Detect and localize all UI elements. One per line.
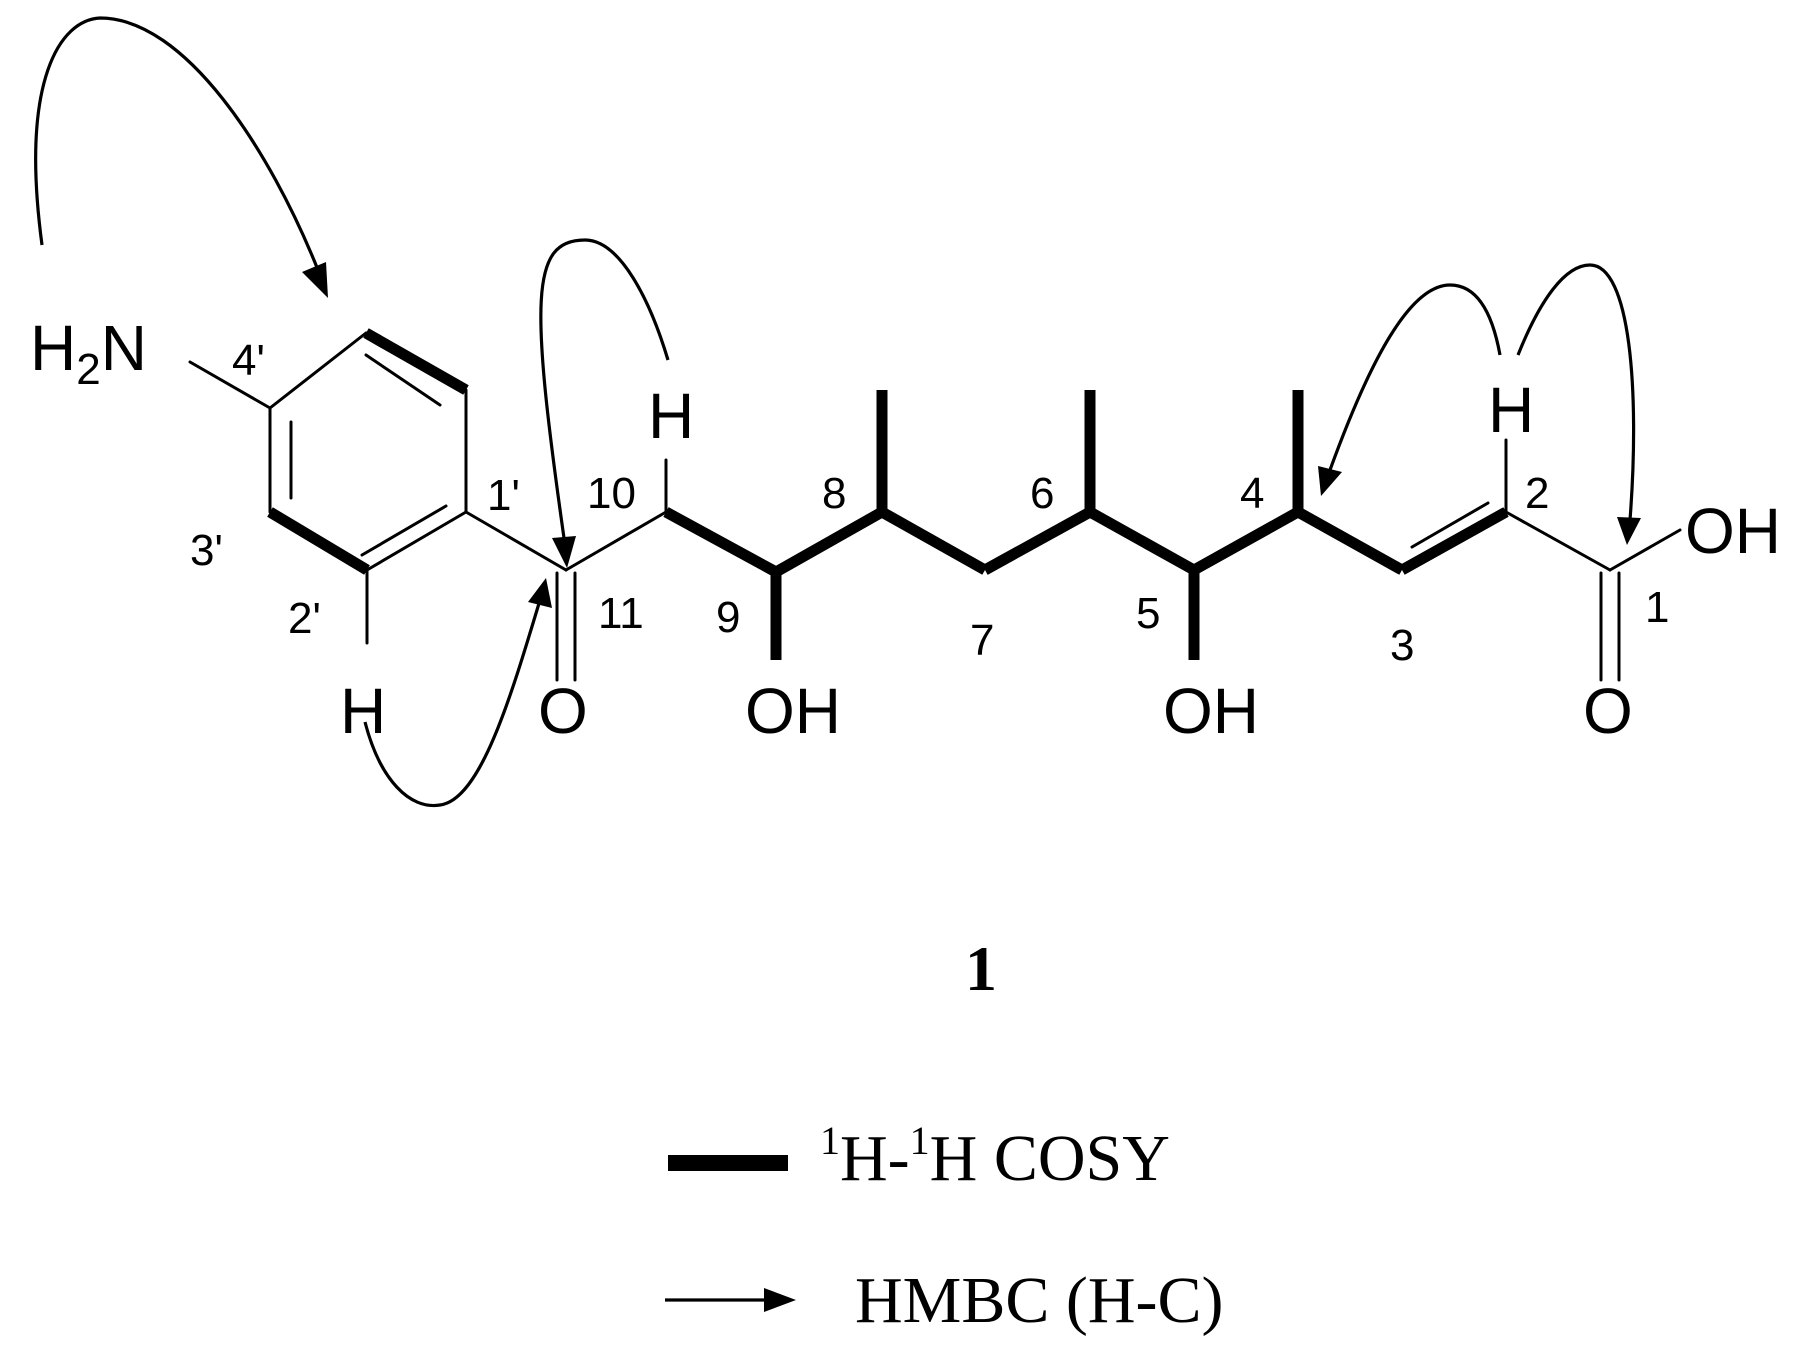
cosy-bond-c10-c9 <box>663 507 779 577</box>
cosy-bond-c7-c6 <box>982 507 1093 575</box>
hmbc-arrow-h2p-c11 <box>363 599 542 808</box>
legend-hmbc-label: HMBC (H-C) <box>855 1264 1224 1337</box>
label-c9: 9 <box>716 593 740 642</box>
bond-c1-oh <box>1608 528 1682 572</box>
compound-number: 1 <box>965 933 997 1004</box>
cosy-bond-c5-c4 <box>1191 507 1301 575</box>
hmbc-arrow-h10-c11 <box>539 238 670 546</box>
hmbc-arrow-nh2-c3p <box>34 16 320 271</box>
hmbc-arrow-h2-c4 <box>1328 283 1502 471</box>
hmbc-arrow-h2-c1 <box>1516 263 1636 521</box>
acid-o-label: O <box>1583 675 1633 747</box>
label-c11: 11 <box>598 589 644 638</box>
bond-c11-c10 <box>564 510 668 572</box>
cosy-bond-c3p-c2p <box>267 507 370 575</box>
legend-cosy-sup2: 1 <box>910 1118 930 1163</box>
arrowhead <box>552 536 576 568</box>
arrowhead <box>528 578 552 608</box>
label-c5: 5 <box>1136 589 1160 638</box>
cosy-bond-c6-c5 <box>1087 507 1197 575</box>
label-c6: 6 <box>1030 469 1054 518</box>
label-c4: 4 <box>1240 469 1264 518</box>
bond-c5p-c6p-inner <box>364 353 442 407</box>
legend-cosy-h1: H- <box>840 1122 910 1195</box>
amine-label: H2N <box>30 312 147 394</box>
legend-cosy-label: 1H-1H COSY <box>820 1118 1170 1195</box>
legend-cosy-sup1: 1 <box>820 1118 840 1163</box>
h10-label: H <box>648 380 694 452</box>
cosy-bonds-ring <box>267 328 469 575</box>
label-c3p: 3' <box>190 526 223 575</box>
legend-cosy-h2: H COSY <box>930 1122 1170 1195</box>
label-c10: 10 <box>587 469 636 518</box>
bond-c3-c2-inner <box>1410 501 1490 549</box>
cosy-bond-c4-c3 <box>1295 507 1405 575</box>
cosy-bonds-chain <box>663 390 1509 660</box>
arrowhead <box>1617 517 1641 545</box>
oh9-label: OH <box>745 675 841 747</box>
bond-c4p-c5p <box>268 331 368 410</box>
cosy-bond-c8-c7 <box>879 507 988 575</box>
arrowhead <box>302 262 328 298</box>
benzene-ring <box>188 331 468 645</box>
h-phenyl-label: H <box>340 675 386 747</box>
acid-oh-label: OH <box>1685 495 1781 567</box>
ketone-o-label: O <box>538 675 588 747</box>
cosy-bond-c9-c8 <box>773 507 885 577</box>
label-c1: 1 <box>1645 583 1669 632</box>
amine-h: H <box>30 312 76 384</box>
legend: 1H-1H COSY HMBC (H-C) <box>665 1118 1224 1337</box>
bond-c4p-n <box>188 360 272 410</box>
bond-c1p-c11 <box>464 510 568 572</box>
position-labels: 4' 3' 2' 1' 10 11 9 8 7 6 5 4 3 2 1 <box>190 336 1669 670</box>
bond-c1p-c2p <box>365 510 468 572</box>
label-c4p: 4' <box>232 336 265 385</box>
label-c2p: 2' <box>288 594 321 643</box>
amine-subscript: 2 <box>76 345 100 394</box>
main-chain <box>464 438 1682 682</box>
cosy-bond-c3-c2 <box>1399 507 1509 575</box>
arrowhead <box>764 1288 796 1312</box>
label-c3: 3 <box>1390 621 1414 670</box>
amine-n: N <box>101 312 147 384</box>
hmbc-arrows <box>34 16 1641 808</box>
label-c8: 8 <box>822 469 846 518</box>
label-c2: 2 <box>1525 469 1549 518</box>
bond-c2-c1 <box>1504 510 1612 572</box>
label-c1p: 1' <box>487 471 520 520</box>
bond-c1p-c2p-inner <box>360 504 448 557</box>
arrowhead <box>1318 466 1342 496</box>
label-c7: 7 <box>970 616 994 665</box>
atom-labels: H2N H O H OH OH H O OH <box>30 312 1781 747</box>
oh5-label: OH <box>1163 675 1259 747</box>
h2-label: H <box>1488 374 1534 446</box>
cosy-bond-c5p-c6p <box>363 328 469 395</box>
